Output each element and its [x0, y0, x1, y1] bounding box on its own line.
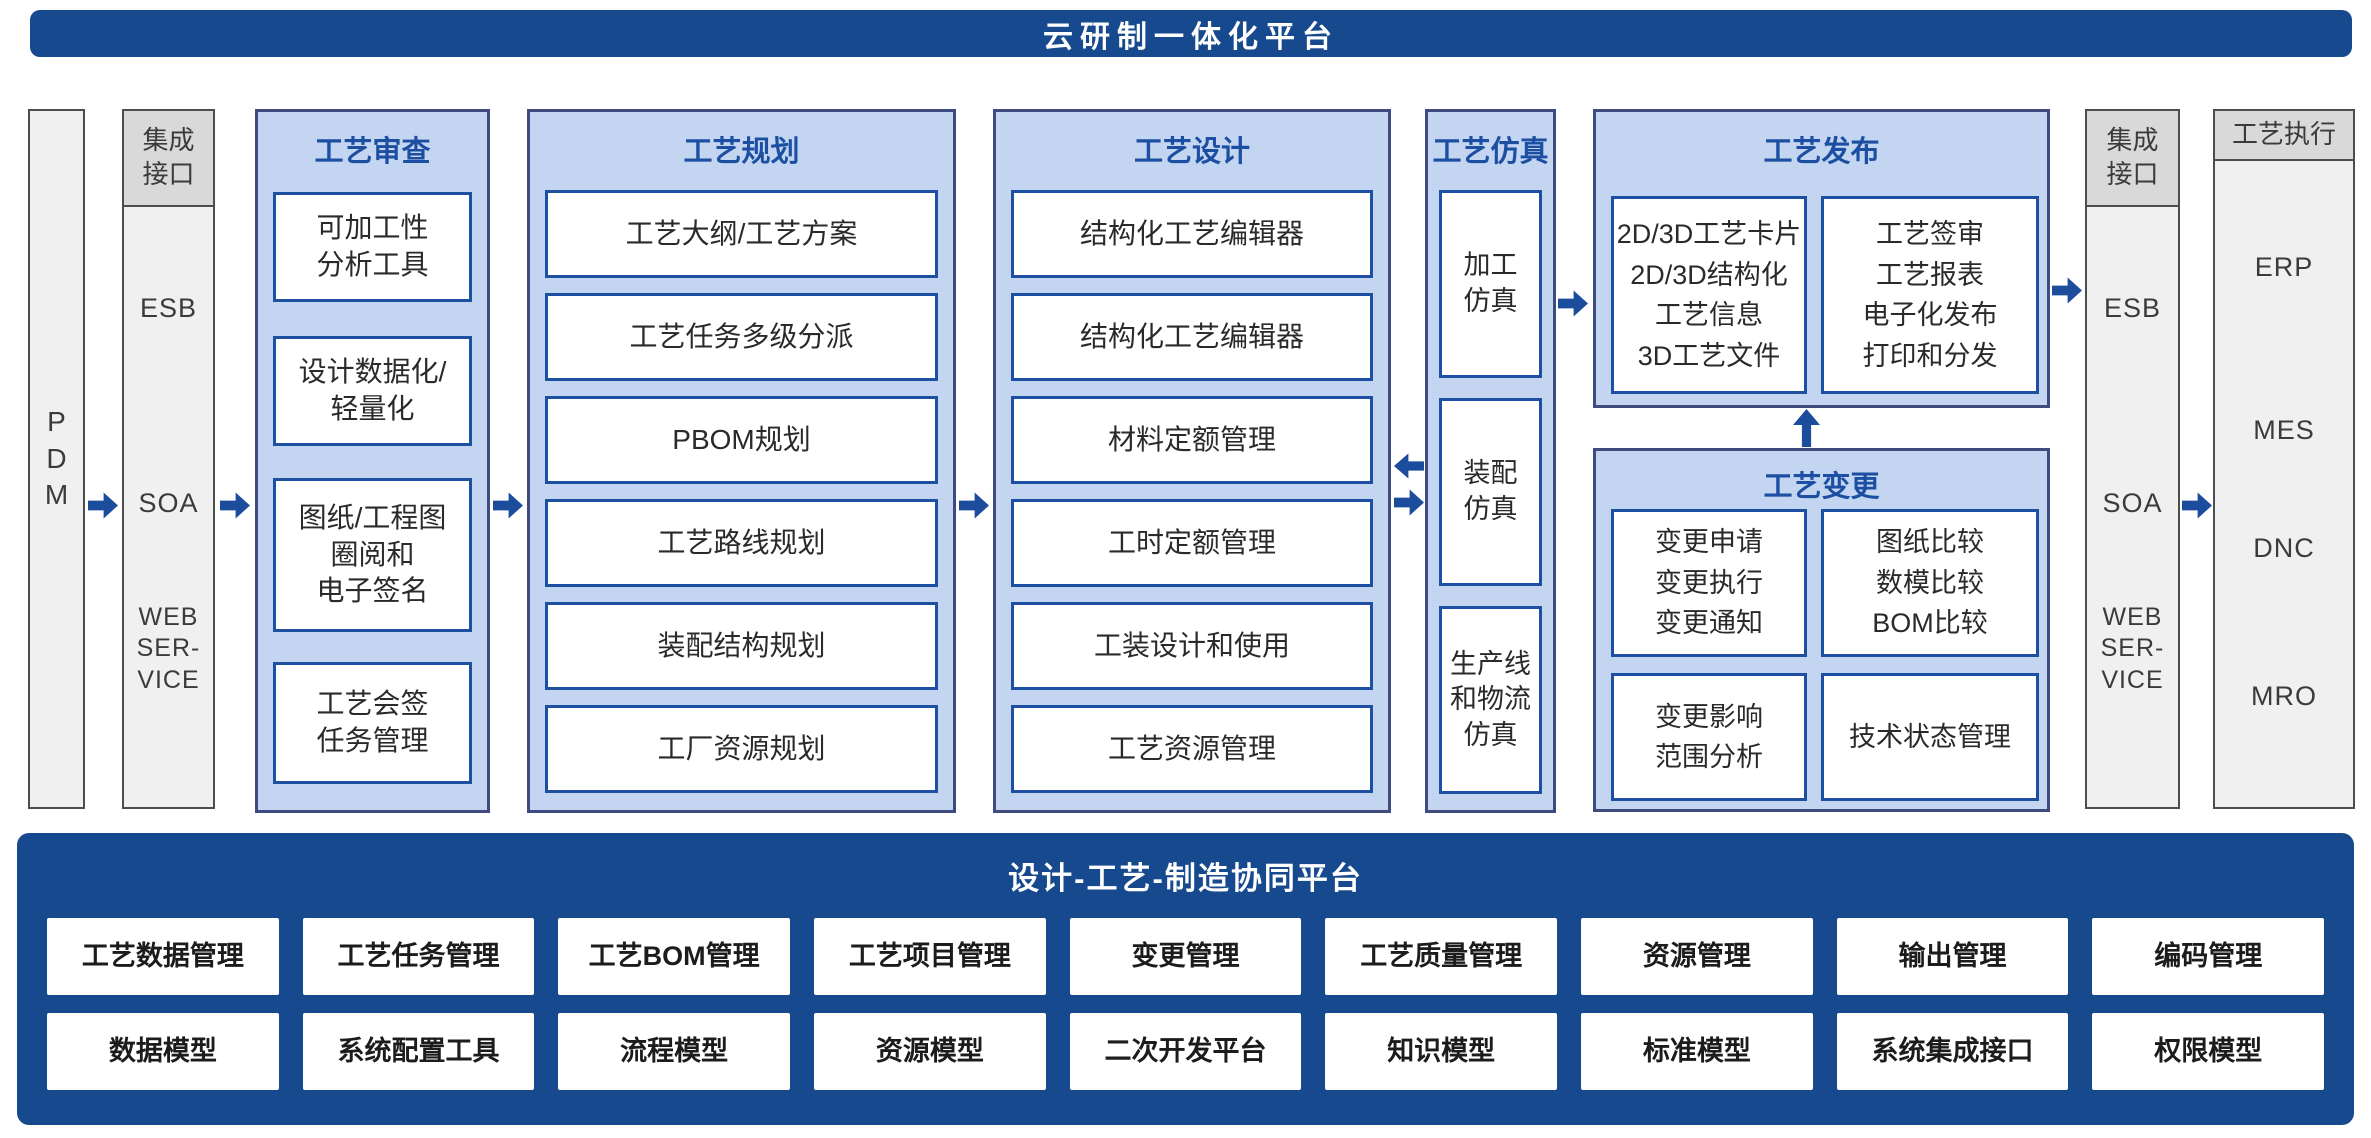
- publish-signoff-box: 工艺签审 工艺报表 电子化发布 打印和分发: [1821, 196, 2039, 394]
- esb-right-label: ESB: [2103, 293, 2162, 323]
- process-simulation-column: 工艺仿真 加工 仿真 装配 仿真 生产线 和物流 仿真: [1425, 109, 1556, 813]
- data-model-box: 数据模型: [47, 1013, 279, 1090]
- integration-interface-right-header: 集成 接口: [2087, 111, 2178, 207]
- integration-interface-right-column: 集成 接口 ESB SOA WEB SER- VICE: [2085, 109, 2180, 809]
- assembly-simulation-box: 装配 仿真: [1439, 398, 1542, 586]
- process-task-mgmt-box: 工艺任务管理: [302, 918, 535, 995]
- arrow-simulation-to-design-icon: [1394, 453, 1424, 479]
- process-simulation-header: 工艺仿真: [1432, 136, 1549, 168]
- process-change-header: 工艺变更: [1763, 471, 1880, 503]
- arrow-design-to-simulation-icon: [1394, 489, 1424, 516]
- process-data-mgmt-box: 工艺数据管理: [47, 918, 279, 995]
- secondary-dev-platform-box: 二次开发平台: [1069, 1013, 1302, 1090]
- publish-cards-box: 2D/3D工艺卡片 2D/3D结构化 工艺信息 3D工艺文件: [1611, 196, 1807, 394]
- assembly-structure-planning-box: 装配结构规划: [545, 602, 938, 690]
- collaboration-platform-banner: 设计-工艺-制造协同平台 工艺数据管理 工艺任务管理 工艺BOM管理 工艺项目管…: [17, 833, 2354, 1125]
- resource-mgmt-box: 资源管理: [1581, 918, 1813, 995]
- arrow-review-to-planning-icon: [493, 492, 523, 519]
- mes-label: MES: [2253, 415, 2315, 445]
- production-line-logistics-simulation-box: 生产线 和物流 仿真: [1439, 606, 1542, 794]
- soa-label: SOA: [138, 488, 199, 518]
- process-countersign-task-box: 工艺会签 任务管理: [273, 662, 472, 784]
- process-publish-header: 工艺发布: [1763, 136, 1880, 168]
- process-bom-mgmt-box: 工艺BOM管理: [558, 918, 791, 995]
- pdm-column: P D M: [28, 109, 85, 809]
- design-data-lightweight-box: 设计数据化/ 轻量化: [273, 336, 472, 446]
- arrow-pdm-to-integration-icon: [88, 492, 118, 519]
- structured-process-editor-box-1: 结构化工艺编辑器: [1011, 190, 1373, 278]
- process-execution-column: 工艺执行 ERP MES DNC MRO: [2213, 109, 2355, 809]
- integration-interface-left-column: 集成 接口 ESB SOA WEB SER- VICE: [122, 109, 215, 809]
- process-review-column: 工艺审查 可加工性 分析工具 设计数据化/ 轻量化 图纸/工程图 圈阅和 电子签…: [255, 109, 490, 813]
- pbom-planning-box: PBOM规划: [545, 396, 938, 484]
- machining-simulation-box: 加工 仿真: [1439, 190, 1542, 378]
- mro-label: MRO: [2251, 681, 2317, 711]
- tooling-design-use-box: 工装设计和使用: [1011, 602, 1373, 690]
- arrow-planning-to-design-icon: [959, 492, 989, 519]
- process-publish-column: 工艺发布 2D/3D工艺卡片 2D/3D结构化 工艺信息 3D工艺文件 工艺签审…: [1593, 109, 2050, 408]
- task-multilevel-dispatch-box: 工艺任务多级分派: [545, 293, 938, 381]
- arrow-integration-to-execution-icon: [2182, 492, 2212, 519]
- integration-interface-body: ESB SOA WEB SER- VICE: [124, 207, 213, 807]
- system-config-tool-box: 系统配置工具: [302, 1013, 535, 1090]
- change-impact-analysis-box: 变更影响 范围分析: [1611, 673, 1807, 801]
- process-resource-mgmt-box: 工艺资源管理: [1011, 705, 1373, 793]
- machinability-analysis-box: 可加工性 分析工具: [273, 192, 472, 302]
- drawing-markup-esign-box: 图纸/工程图 圈阅和 电子签名: [273, 478, 472, 632]
- change-request-execute-notice-box: 变更申请 变更执行 变更通知: [1611, 509, 1807, 657]
- webservice-label: WEB SER- VICE: [136, 603, 201, 694]
- factory-resource-planning-box: 工厂资源规划: [545, 705, 938, 793]
- process-planning-column: 工艺规划 工艺大纲/工艺方案 工艺任务多级分派 PBOM规划 工艺路线规划 装配…: [527, 109, 956, 813]
- process-planning-header: 工艺规划: [683, 136, 800, 168]
- process-design-header: 工艺设计: [1133, 136, 1250, 168]
- soa-right-label: SOA: [2102, 488, 2163, 518]
- process-design-column: 工艺设计 结构化工艺编辑器 结构化工艺编辑器 材料定额管理 工时定额管理 工装设…: [993, 109, 1391, 813]
- dnc-label: DNC: [2253, 533, 2315, 563]
- resource-model-box: 资源模型: [814, 1013, 1046, 1090]
- structured-process-editor-box-2: 结构化工艺编辑器: [1011, 293, 1373, 381]
- esb-label: ESB: [139, 293, 198, 323]
- process-review-header: 工艺审查: [314, 136, 431, 168]
- process-route-planning-box: 工艺路线规划: [545, 499, 938, 587]
- process-project-mgmt-box: 工艺项目管理: [814, 918, 1046, 995]
- process-execution-body: ERP MES DNC MRO: [2215, 161, 2353, 807]
- arrow-simulation-to-publish-icon: [1558, 290, 1588, 317]
- integration-interface-header: 集成 接口: [124, 111, 213, 207]
- platform-row-1: 工艺数据管理 工艺任务管理 工艺BOM管理 工艺项目管理 变更管理 工艺质量管理…: [47, 918, 2325, 995]
- technical-state-mgmt-box: 技术状态管理: [1821, 673, 2039, 801]
- drawing-model-bom-compare-box: 图纸比较 数模比较 BOM比较: [1821, 509, 2039, 657]
- collaboration-platform-title: 设计-工艺-制造协同平台: [1008, 861, 1363, 896]
- knowledge-model-box: 知识模型: [1325, 1013, 1558, 1090]
- arrow-publish-to-integration-icon: [2052, 277, 2082, 304]
- permission-model-box: 权限模型: [2092, 1013, 2325, 1090]
- process-execution-header: 工艺执行: [2215, 111, 2353, 161]
- platform-row-2: 数据模型 系统配置工具 流程模型 资源模型 二次开发平台 知识模型 标准模型 系…: [47, 1013, 2325, 1090]
- integration-interface-right-body: ESB SOA WEB SER- VICE: [2087, 207, 2178, 807]
- work-hour-quota-box: 工时定额管理: [1011, 499, 1373, 587]
- top-banner-title: 云研制一体化平台: [30, 10, 2352, 57]
- material-quota-box: 材料定额管理: [1011, 396, 1373, 484]
- standard-model-box: 标准模型: [1581, 1013, 1813, 1090]
- output-mgmt-box: 输出管理: [1836, 918, 2069, 995]
- process-quality-mgmt-box: 工艺质量管理: [1325, 918, 1558, 995]
- workflow-model-box: 流程模型: [558, 1013, 791, 1090]
- process-outline-box: 工艺大纲/工艺方案: [545, 190, 938, 278]
- system-integration-interface-box: 系统集成接口: [1836, 1013, 2069, 1090]
- change-mgmt-box: 变更管理: [1069, 918, 1302, 995]
- arrow-integration-to-review-icon: [220, 492, 250, 519]
- erp-label: ERP: [2254, 252, 2314, 282]
- coding-mgmt-box: 编码管理: [2092, 918, 2325, 995]
- webservice-right-label: WEB SER- VICE: [2100, 603, 2165, 694]
- process-change-column: 工艺变更 变更申请 变更执行 变更通知 图纸比较 数模比较 BOM比较 变更影响…: [1593, 448, 2050, 812]
- arrow-change-to-publish-icon: [1793, 409, 1820, 447]
